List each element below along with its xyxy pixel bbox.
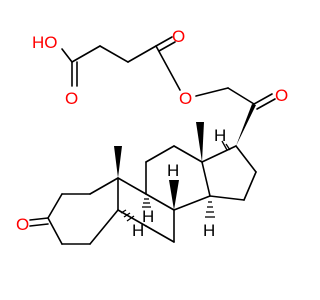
bond-c21-c20	[227, 87, 255, 105]
bond-o-c21	[195, 87, 229, 97]
label-acid-carbonyl-o: O	[65, 89, 78, 108]
ester-link	[195, 87, 276, 110]
bond-ch2b-c	[127, 45, 157, 63]
bond-c13-c17	[201, 145, 237, 163]
label-hydroxyl: HO	[32, 33, 58, 52]
wedge-c17-c20	[236, 104, 256, 146]
label-h-c17: H	[214, 126, 226, 145]
bond-c15-c14	[209, 195, 245, 201]
bond-c20-o	[253, 93, 273, 105]
succinate-chain	[61, 36, 181, 91]
label-h-c5: H	[132, 221, 144, 240]
hash-c17-h	[221, 140, 231, 151]
bond-c3-o-double	[29, 223, 49, 227]
wedge-c13-methyl	[196, 122, 204, 162]
bond-c2-c3	[47, 193, 63, 219]
hash-c14-h	[205, 201, 215, 218]
label-h-c8: H	[167, 161, 179, 180]
bond-ester-c-o	[155, 36, 173, 47]
bond-c10-c1	[89, 177, 119, 195]
bond-c9-c8	[145, 193, 175, 211]
ring-c	[145, 145, 211, 211]
bond-c17-c16	[235, 145, 257, 173]
bond-ester-c-oether	[155, 45, 181, 91]
bond-oh-c	[61, 48, 73, 63]
wedge-c10-methyl	[114, 146, 122, 178]
hash-c9-h	[142, 198, 151, 208]
bond-c8-c14	[173, 195, 211, 211]
bond-ch2a-ch2b	[99, 45, 129, 63]
bond-c3-o	[29, 217, 49, 221]
label-ketone21-o: O	[275, 86, 288, 105]
bond-c12-c11	[145, 145, 175, 163]
label-h-c9: H	[142, 207, 154, 226]
label-ester-o: O	[179, 89, 192, 108]
bond-c5a-c5	[89, 209, 119, 245]
label-ketone3-o: O	[16, 215, 29, 234]
molecule-diagram: HO O O O O O H H H H H	[16, 27, 288, 245]
bond-c20-o-double	[256, 98, 276, 110]
bond-c9-c10	[117, 177, 147, 195]
stereo-hydrogens	[120, 140, 231, 222]
bond-c3-c4	[47, 217, 63, 245]
atom-labels: HO O O O O O H H H H H	[16, 27, 288, 240]
bond-c14-c13	[201, 161, 211, 197]
bond-ester-c-o-double	[158, 41, 176, 52]
bond-c16-c15	[243, 171, 257, 201]
hash-c5-h	[120, 209, 135, 222]
label-h-c14: H	[203, 221, 215, 240]
bond-c6-c7	[145, 225, 175, 243]
bond-c-ch2a	[71, 45, 101, 63]
structure-drawing: HO O O O O O H H H H H	[16, 27, 288, 245]
ring-a	[29, 177, 119, 245]
wedge-c8-h	[169, 180, 179, 210]
bond-c13-c12	[173, 145, 203, 163]
ring-d	[196, 104, 257, 201]
label-ester-carbonyl-o: O	[172, 27, 185, 46]
